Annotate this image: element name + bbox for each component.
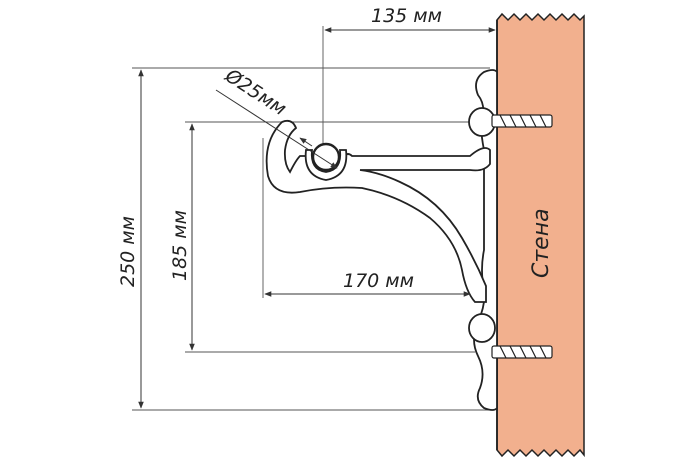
bracket (265, 69, 498, 411)
dim-diameter-line (215, 89, 338, 169)
dim-diameter-label: Ø25мм (220, 64, 290, 120)
anchors (491, 114, 553, 359)
dim-170-label: 170 мм (343, 270, 414, 292)
rod (311, 142, 341, 172)
anchor-top (491, 114, 553, 128)
dim-250-label: 250 мм (117, 216, 139, 287)
dimension-lines (138, 27, 496, 409)
dim-diameter-line-2 (299, 137, 313, 147)
top-boss (468, 107, 496, 137)
bottom-boss (468, 313, 496, 343)
dim-135-label: 135 мм (371, 5, 442, 27)
dim-185-label: 185 мм (169, 210, 191, 281)
wall-label: Стена (529, 208, 554, 278)
anchor-bottom (491, 345, 553, 359)
rod-holder (304, 149, 348, 181)
extension-lines (132, 26, 490, 411)
